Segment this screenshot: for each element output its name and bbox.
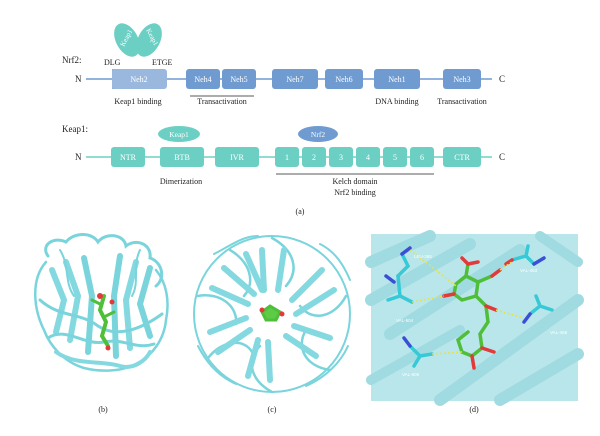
panel-d-docking-view: LEU-365 VAL-463 VAL-604 VAL-465 VAL-606 [365, 230, 584, 406]
domain-neh1-label: Neh1 [388, 75, 405, 84]
domain-neh6-label: Neh6 [335, 75, 352, 84]
domain-ivr [215, 147, 259, 167]
keap1-c-terminus: C [499, 152, 505, 162]
dimerization-note: Dimerization [160, 177, 202, 186]
domain-neh4-label: Neh4 [194, 75, 211, 84]
residue-val463-label: VAL-463 [520, 268, 538, 273]
dna-binding-note: DNA binding [375, 97, 418, 106]
nrf2-c-terminus: C [499, 74, 505, 84]
nrf2-binding-note: Nrf2 binding [334, 188, 376, 197]
domain-neh6 [325, 69, 363, 89]
domain-neh3 [443, 69, 481, 89]
domain-neh7-label: Neh7 [286, 75, 303, 84]
kelch-repeat-5 [383, 147, 407, 167]
residue-leu365-label: LEU-365 [414, 254, 432, 259]
kelch-repeat-2 [302, 147, 326, 167]
kelch-repeat-6-label: 6 [420, 153, 424, 162]
keap1-n-terminus: N [75, 152, 82, 162]
kelch-repeat-5-label: 5 [393, 153, 397, 162]
domain-ntr-label: NTR [120, 153, 137, 162]
keap1-petal-right [136, 23, 162, 57]
kelch-repeat-2-label: 2 [312, 153, 316, 162]
domain-ctr-label: CTR [454, 153, 470, 162]
panel-c-structure [193, 235, 351, 394]
residue-val606-label: VAL-606 [402, 372, 420, 377]
kelch-nrf2-partner-label: Nrf2 [311, 130, 325, 139]
kelch-domain-note: Kelch domain [332, 177, 377, 186]
residue-val465-label: VAL-465 [550, 330, 568, 335]
panel-a-label: (a) [296, 207, 305, 216]
panel-d-ligand [442, 256, 502, 370]
etge-motif: ETGE [152, 58, 173, 67]
kelch-repeat-4-label: 4 [366, 153, 370, 162]
kelch-repeat-3 [329, 147, 353, 167]
kelch-repeat-6 [410, 147, 434, 167]
nrf2-row-label: Nrf2: [62, 55, 82, 65]
kelch-repeat-1-label: 1 [285, 153, 289, 162]
btb-keap1-partner [158, 126, 200, 142]
keap1-row-label: Keap1: [62, 124, 88, 134]
kelch-repeat-3-label: 3 [339, 153, 343, 162]
domain-neh5-label: Neh5 [230, 75, 247, 84]
domain-btb-label: BTB [174, 153, 190, 162]
domain-neh2 [112, 69, 167, 89]
keap1-petal-left [114, 23, 140, 57]
panel-d-residue-labels: LEU-365 VAL-463 VAL-604 VAL-465 VAL-606 [396, 254, 568, 377]
domain-neh7 [272, 69, 318, 89]
domain-ctr [443, 147, 481, 167]
transactivation-note-1: Transactivation [197, 97, 246, 106]
keap1-dimer-on-nrf2: Keap1 Keap1 [114, 23, 162, 57]
domain-btb [160, 147, 204, 167]
panel-d-residues [384, 244, 554, 368]
panel-b-label: (b) [98, 405, 108, 414]
btb-keap1-partner-label: Keap1 [169, 130, 189, 139]
panel-d-hbonds [409, 249, 525, 355]
panel-b-ligand [90, 293, 116, 351]
keap1-binding-note: Keap1 binding [114, 97, 161, 106]
panel-b-structure [34, 233, 169, 372]
domain-neh4 [186, 69, 220, 89]
domain-ivr-label: IVR [230, 153, 244, 162]
kelch-nrf2-partner [298, 126, 338, 142]
dlg-motif: DLG [104, 58, 121, 67]
nrf2-diagram: Nrf2: Keap1 Keap1 DLG ETGE N C Neh2 Neh4… [62, 23, 505, 106]
keap1-diagram: Keap1: Keap1 Nrf2 N C NTR BTB IVR 1 2 3 … [62, 124, 505, 197]
domain-neh5 [222, 69, 256, 89]
panel-d-label: (d) [469, 405, 479, 414]
nrf2-n-terminus: N [75, 74, 82, 84]
panel-c-label: (c) [268, 405, 277, 414]
domain-neh2-label: Neh2 [130, 75, 147, 84]
kelch-repeat-1 [275, 147, 299, 167]
panel-c-ligand [259, 304, 285, 322]
kelch-repeat-4 [356, 147, 380, 167]
transactivation-note-2: Transactivation [437, 97, 486, 106]
residue-val604-label: VAL-604 [396, 318, 414, 323]
domain-neh3-label: Neh3 [453, 75, 470, 84]
domain-ntr [111, 147, 145, 167]
domain-neh1 [374, 69, 420, 89]
